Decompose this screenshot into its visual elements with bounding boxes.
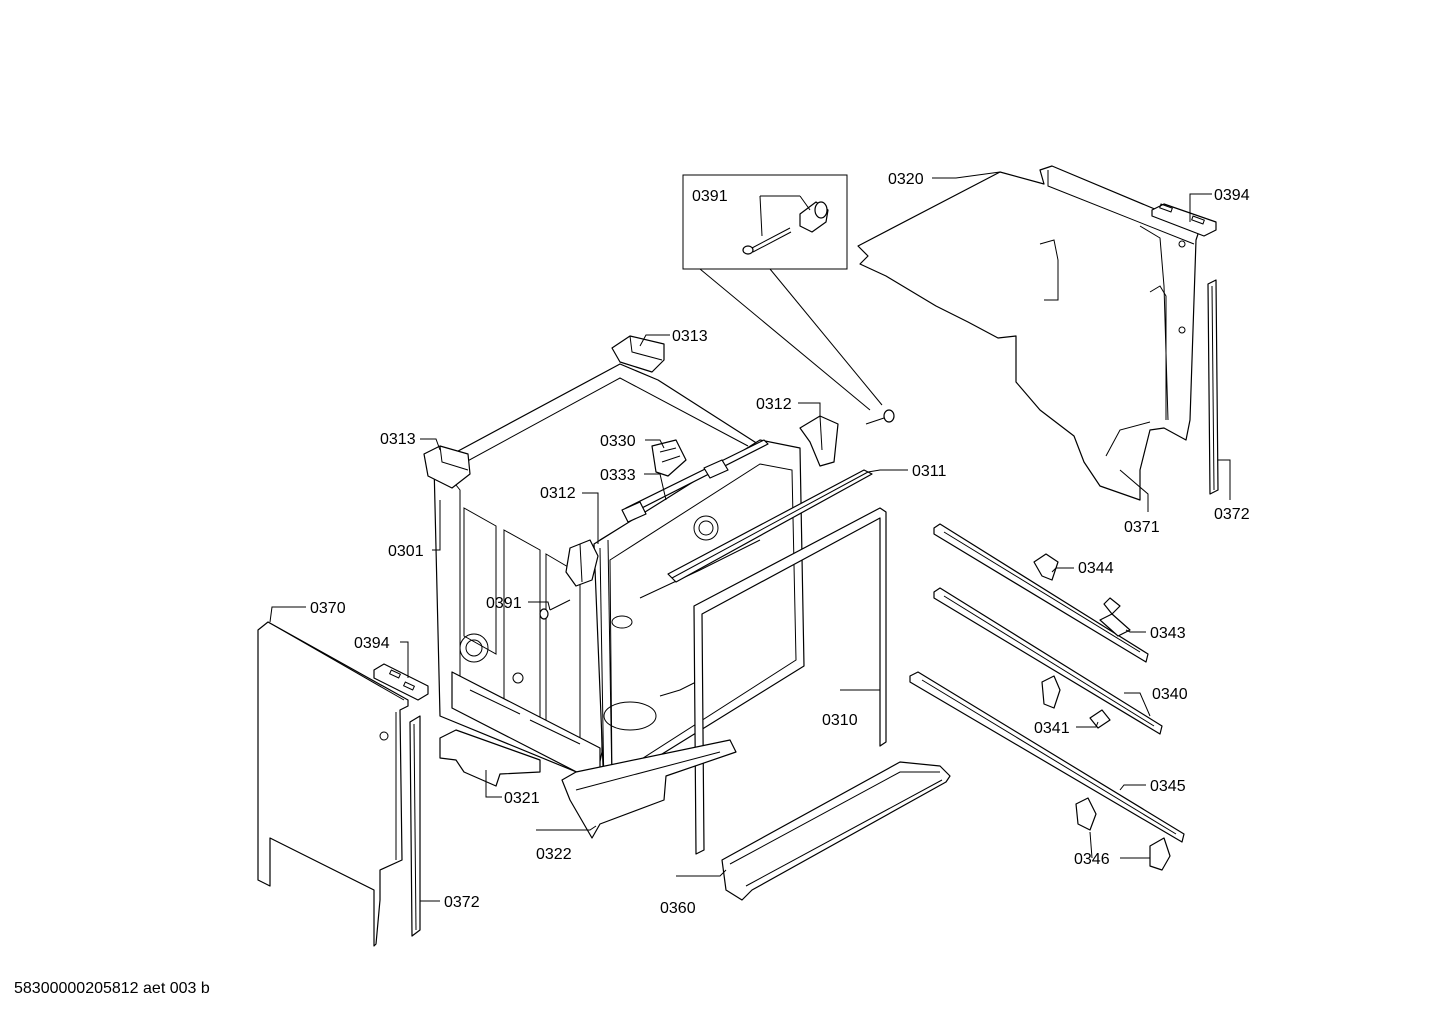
label-0360: 0360	[660, 900, 696, 917]
bottom-tray-part	[721, 761, 951, 901]
label-0391-mid: 0391	[486, 595, 522, 612]
base-plinth-part	[439, 729, 541, 787]
side-strip-right-part	[1207, 279, 1219, 495]
label-0394-top: 0394	[1214, 187, 1250, 204]
part-labels: 0391 0320 0394 0313 0312 0313 0330 0311 …	[310, 171, 1250, 917]
label-0372-right: 0372	[1214, 506, 1250, 523]
hinge-bracket-mid-part	[565, 539, 599, 587]
label-0321: 0321	[504, 790, 540, 807]
clip-0344-part	[1033, 553, 1059, 581]
label-0313-top: 0313	[672, 328, 708, 345]
mounting-bracket-left-part	[373, 663, 429, 701]
label-0372-left: 0372	[444, 894, 480, 911]
door-seal-part	[693, 507, 887, 855]
leader-lines	[269, 171, 1231, 902]
small-anchor-part	[865, 409, 895, 425]
clip-0341-part	[1041, 675, 1111, 729]
label-0341: 0341	[1034, 720, 1070, 737]
label-0345: 0345	[1150, 778, 1186, 795]
label-0311: 0311	[912, 463, 947, 480]
top-insulation-mat-part	[857, 165, 1201, 501]
label-0346: 0346	[1074, 851, 1110, 868]
label-0320: 0320	[888, 171, 924, 188]
top-rail-part	[621, 439, 769, 523]
label-0391-inset: 0391	[692, 188, 728, 205]
top-gasket-strip-part	[667, 469, 873, 583]
label-0312-mid: 0312	[540, 485, 576, 502]
drawing-reference-number: 58300000205812 aet 003 b	[14, 980, 210, 997]
side-strip-left-part	[409, 715, 421, 937]
rail-lower-part	[909, 671, 1185, 843]
label-0340: 0340	[1152, 686, 1188, 703]
label-0313-left: 0313	[380, 431, 416, 448]
corner-bracket-left-part	[423, 445, 471, 489]
corner-bracket-top-part	[611, 335, 665, 373]
label-0333: 0333	[600, 467, 636, 484]
label-0343: 0343	[1150, 625, 1186, 642]
screw-mid-part	[539, 599, 571, 620]
screw-part	[742, 227, 792, 255]
label-0301: 0301	[388, 543, 424, 560]
clip-0344b-part	[1103, 597, 1121, 615]
base-front-strip-part	[561, 739, 737, 839]
rail-middle-part	[933, 587, 1163, 735]
label-0370: 0370	[310, 600, 346, 617]
label-0312-right: 0312	[756, 396, 792, 413]
latch-bracket-part	[651, 439, 687, 477]
hinge-bracket-right-part	[799, 415, 839, 467]
label-0322: 0322	[536, 846, 572, 863]
clip-0346-part	[1075, 797, 1171, 871]
mounting-bracket-part	[1151, 203, 1217, 237]
anchor-plug-part	[799, 201, 829, 233]
label-0344: 0344	[1078, 560, 1114, 577]
detail-inset-0391	[682, 174, 883, 411]
rail-upper-part	[933, 523, 1149, 663]
label-0310: 0310	[822, 712, 858, 729]
label-0371: 0371	[1124, 519, 1160, 536]
label-0394-left: 0394	[354, 635, 390, 652]
side-panel-left-part	[257, 621, 409, 947]
label-0330: 0330	[600, 433, 636, 450]
